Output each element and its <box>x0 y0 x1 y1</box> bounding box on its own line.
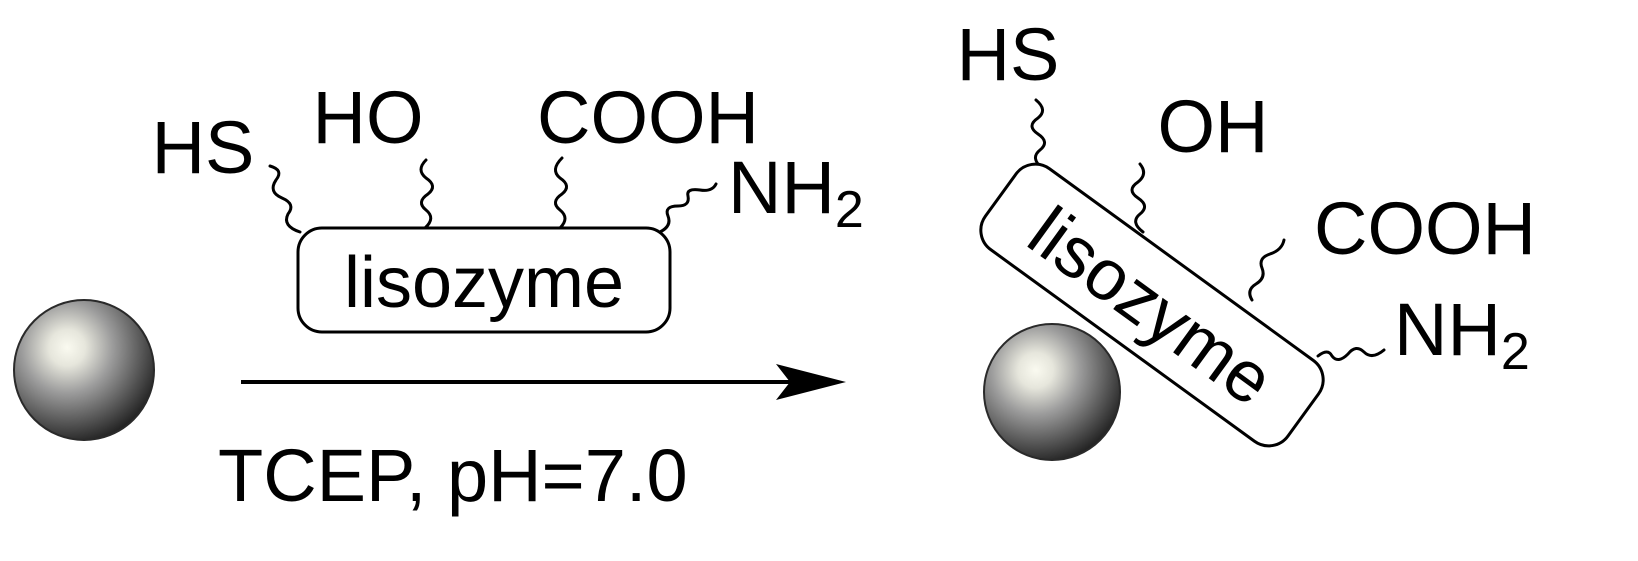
product-thiol-linker <box>1030 98 1046 170</box>
reactant-amine-linker <box>658 182 718 234</box>
reaction-arrowhead <box>776 364 846 400</box>
product-thiol-label: HS <box>957 13 1060 96</box>
reactant-amine-subscript: 2 <box>835 181 864 239</box>
product-amine-main: NH <box>1394 288 1501 371</box>
reactant-carboxyl-linker <box>554 156 568 230</box>
product-protein-box <box>979 162 1325 448</box>
reactant-hydroxyl-linker <box>419 158 434 230</box>
reaction-arrow <box>241 364 846 400</box>
nanoparticle-sphere-product <box>983 323 1121 461</box>
reactant-carboxyl-label: COOH <box>537 76 759 159</box>
reactant-hydroxyl-label: HO <box>313 76 424 159</box>
product-amine-subscript: 2 <box>1501 323 1530 381</box>
product-carboxyl-label: COOH <box>1314 187 1536 270</box>
product-carboxyl-linker <box>1248 238 1286 302</box>
reaction-conditions: TCEP, pH=7.0 <box>218 434 688 517</box>
reactant-thiol-label: HS <box>152 106 255 189</box>
reactant-thiol-linker <box>268 164 302 234</box>
reactant-amine-main: NH <box>728 146 835 229</box>
reactant-amine-label: NH2 <box>728 146 864 239</box>
nanoparticle-sphere-reactant <box>13 299 155 441</box>
product-amine-label: NH2 <box>1394 288 1530 381</box>
reactant-protein: lisozyme HS HO COOH NH2 <box>152 76 864 334</box>
product-hydroxyl-linker <box>1130 162 1146 234</box>
reactant-protein-label: lisozyme <box>344 243 624 323</box>
reactant-protein-box <box>296 226 672 334</box>
product-hydroxyl-label: OH <box>1158 85 1269 168</box>
product-amine-linker <box>1316 347 1386 361</box>
